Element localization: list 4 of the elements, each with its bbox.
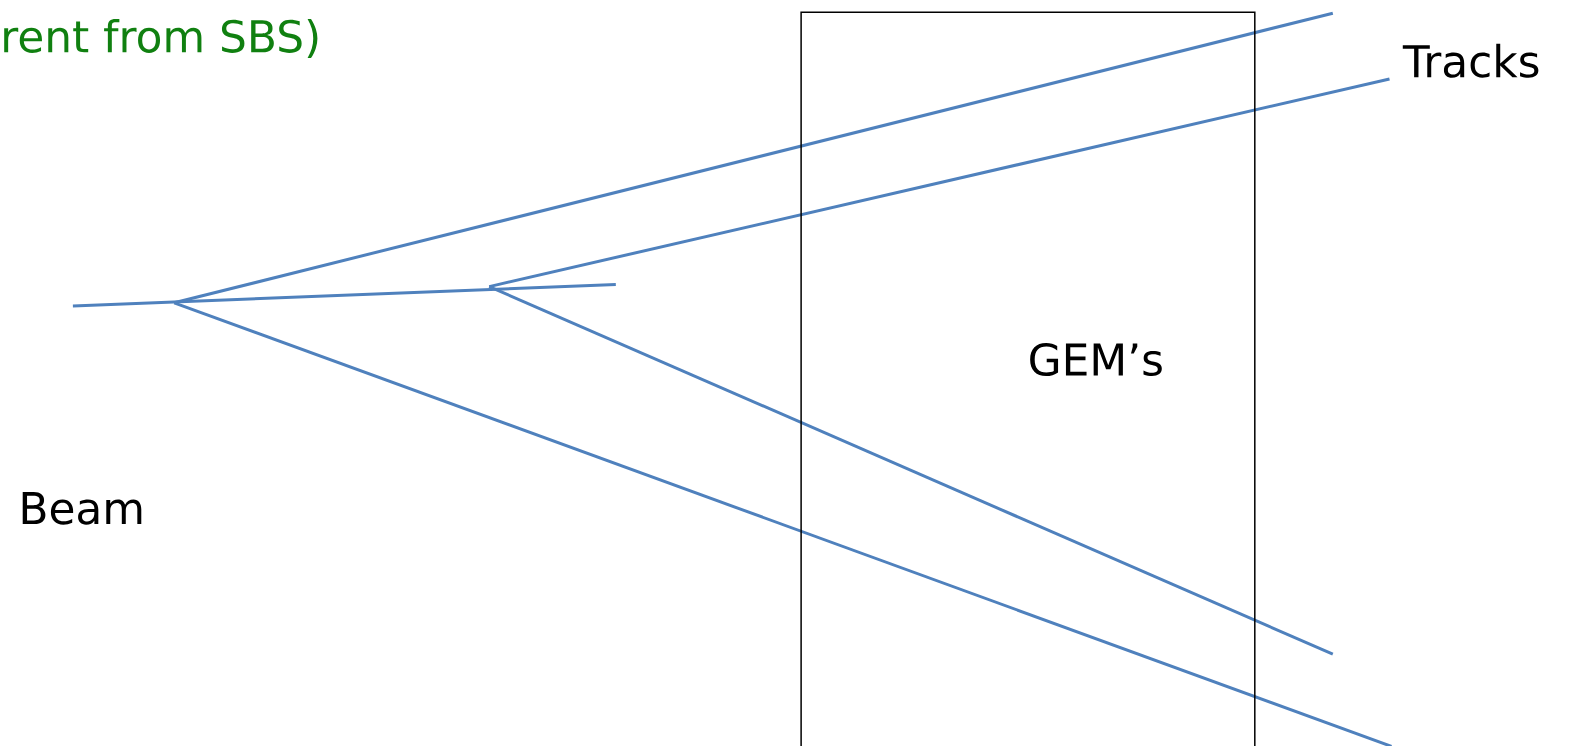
heading-text: rent from SBS) <box>4 18 318 59</box>
track-label: Tracks <box>1402 43 1539 78</box>
detector-box: GEM’s <box>800 11 1256 746</box>
beam-label: Beam <box>22 492 142 525</box>
